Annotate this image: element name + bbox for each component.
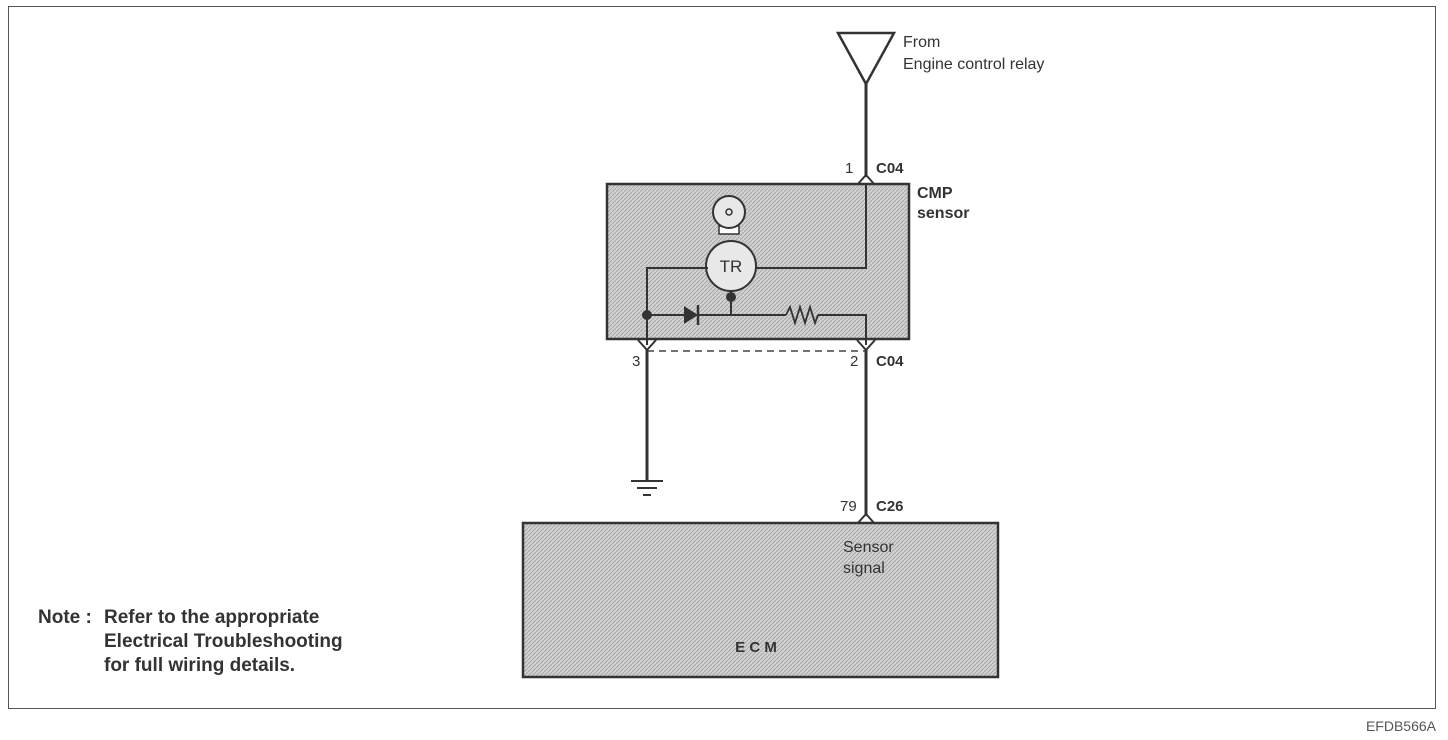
internal-wire-supply xyxy=(756,185,867,269)
note-line2: Electrical Troubleshooting xyxy=(104,631,343,652)
junction-dot-transistor xyxy=(726,292,736,302)
note-line1: Refer to the appropriate xyxy=(104,607,320,628)
diode-icon xyxy=(684,306,698,324)
sensor-name-line1: CMP xyxy=(917,185,953,202)
connector-top-code: C04 xyxy=(876,160,904,177)
transistor-label: TR xyxy=(720,257,743,276)
connector-top-symbol xyxy=(856,173,876,186)
hall-element-dot-icon xyxy=(725,208,733,216)
figure-code: EFDB566A xyxy=(1365,718,1436,734)
ecm-name: E C M xyxy=(735,639,777,656)
note-block: Note : Refer to the appropriate Electrica… xyxy=(38,606,343,678)
connector-ecm-symbol xyxy=(856,512,876,525)
diagram-frame xyxy=(8,6,1436,709)
connector-bottom-left-pin: 3 xyxy=(632,353,640,370)
resistor-icon xyxy=(785,303,819,327)
junction-dot-ground xyxy=(642,310,652,320)
cmp-sensor-box xyxy=(605,182,911,341)
connector-ecm-code: C26 xyxy=(876,498,904,515)
connector-bottom-right-code: C04 xyxy=(876,353,904,370)
note-line3: for full wiring details. xyxy=(104,655,296,676)
source-label-line2: Engine control relay xyxy=(903,56,1044,73)
connector-bottom-right-pin: 2 xyxy=(850,353,858,370)
note-head: Note : xyxy=(38,607,92,628)
source-triangle-icon xyxy=(835,31,897,87)
ecm-box xyxy=(521,521,1000,679)
hall-element-icon xyxy=(712,195,746,229)
connector-top-pin: 1 xyxy=(845,160,853,177)
ecm-signal-label-line2: signal xyxy=(843,560,885,577)
internal-wire-resistor-out xyxy=(818,314,867,345)
connector-ecm-pin: 79 xyxy=(840,498,857,515)
source-label-line1: From xyxy=(903,34,940,51)
ecm-signal-label-line1: Sensor xyxy=(843,539,894,556)
sensor-name-line2: sensor xyxy=(917,205,969,222)
